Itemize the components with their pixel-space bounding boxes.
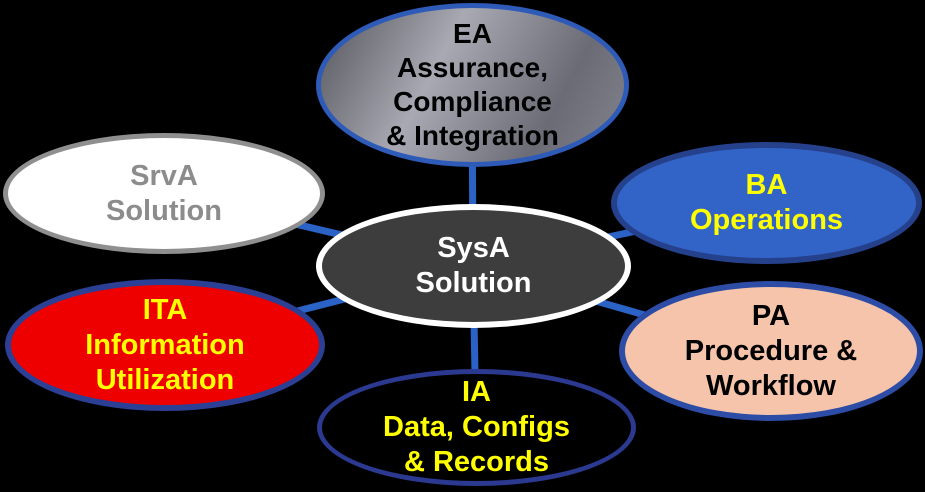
node-ia-label-line: Data, Configs [383, 411, 570, 443]
node-srva-solution: SrvA Solution [3, 133, 325, 254]
node-ea-label-line: Assurance, [397, 52, 548, 83]
node-pa-label-line: Workflow [706, 369, 836, 402]
node-sysa-solution: SysA Solution [316, 204, 631, 328]
node-srva-label-line: Solution [106, 194, 222, 227]
node-sysa-label-line: Solution [415, 267, 532, 299]
node-ea-label-line: & Integration [386, 120, 559, 151]
node-ita-information: ITA Information Utilization [5, 279, 325, 411]
node-ba-label-line: Operations [689, 204, 844, 236]
node-ea-label-line: Compliance [393, 86, 552, 117]
node-ia-data: IA Data, Configs & Records [317, 369, 636, 486]
node-pa-label-line: Procedure & [684, 334, 858, 367]
node-ita-label-line: Information [85, 328, 245, 361]
node-ia-label-line: IA [462, 376, 491, 408]
node-ba-label-line: BA [745, 169, 788, 201]
node-ia-label-line: & Records [403, 446, 550, 478]
node-pa-label-line: PA [751, 299, 791, 332]
node-ea-label-line: EA [453, 18, 492, 49]
node-ba-operations: BA Operations [611, 142, 922, 264]
node-ita-label-line: ITA [142, 293, 188, 326]
node-pa-procedure: PA Procedure & Workflow [619, 281, 923, 421]
node-sysa-label-line: SysA [437, 232, 510, 264]
node-ea-assurance: EA Assurance, Compliance & Integration [316, 3, 629, 167]
node-ita-label-line: Utilization [95, 363, 235, 396]
node-srva-label-line: SrvA [130, 159, 198, 192]
